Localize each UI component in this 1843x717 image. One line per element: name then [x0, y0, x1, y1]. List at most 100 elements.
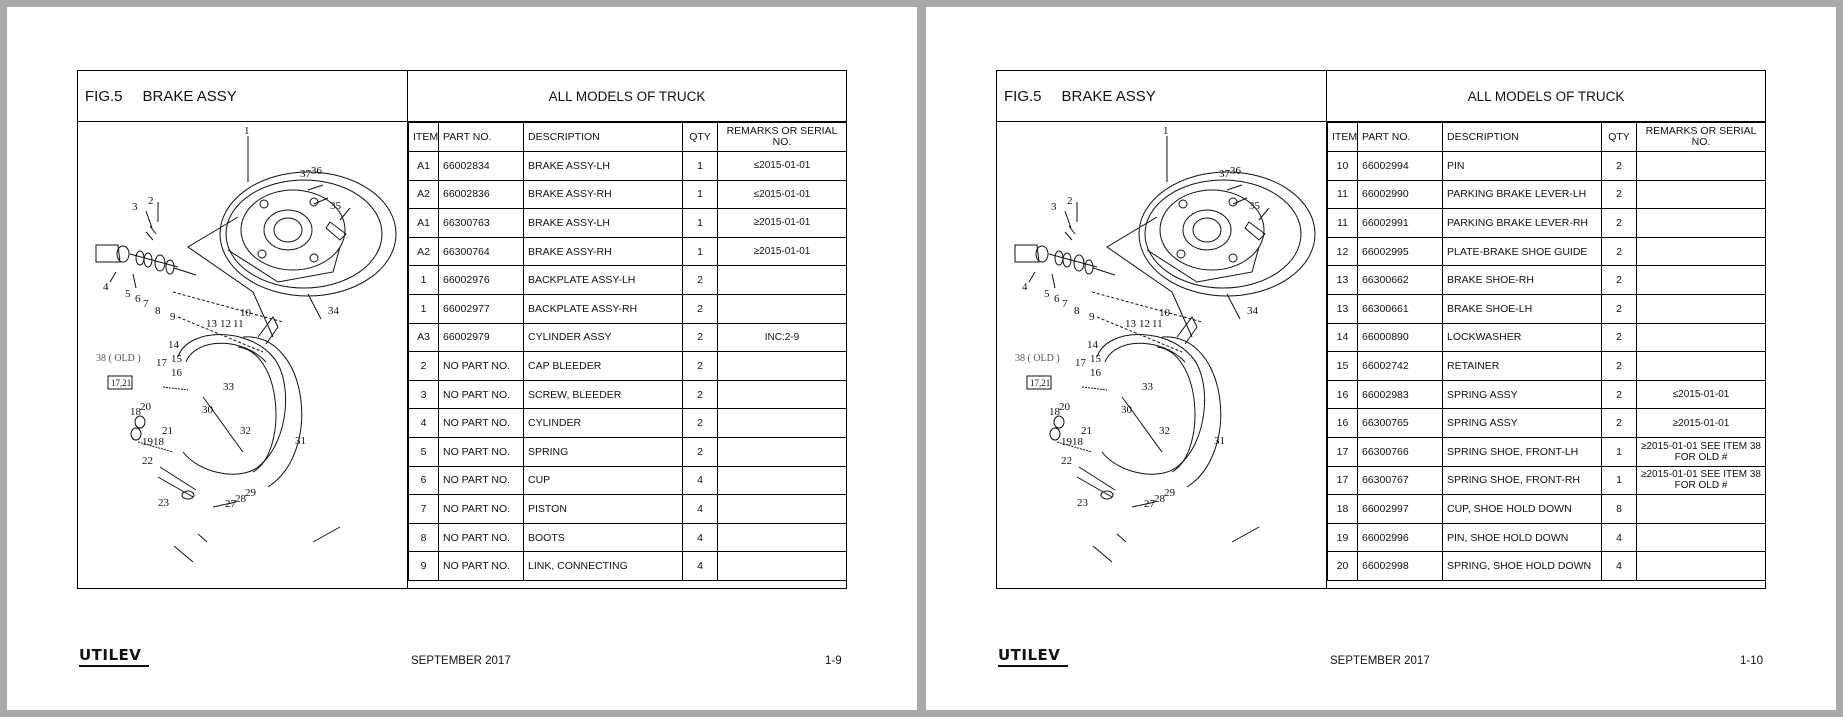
item-cell: 10 — [1327, 151, 1358, 181]
callout-12: 12 — [220, 318, 231, 330]
callout-11: 11 — [1152, 318, 1163, 330]
col-header-qty: QTY — [682, 122, 718, 152]
remarks-cell: ≥2015-01-01 — [717, 208, 847, 238]
part-number-cell: 66000890 — [1357, 322, 1443, 353]
callout-22: 22 — [1061, 455, 1072, 467]
item-cell: 9 — [408, 551, 439, 581]
description-cell: SPRING SHOE, FRONT-LH — [1442, 436, 1602, 467]
part-number-cell: 66002991 — [1357, 208, 1443, 238]
qty-cell: 2 — [682, 379, 718, 410]
catalog-page-left: FIG.5 BRAKE ASSY ALL MODELS OF TRUCK — [7, 7, 917, 710]
callout-6: 6 — [135, 293, 141, 305]
callout-33: 33 — [223, 381, 235, 393]
col-header-description: DESCRIPTION — [1442, 122, 1602, 152]
description-cell: BACKPLATE ASSY-LH — [523, 265, 683, 295]
part-number-cell: NO PART NO. — [438, 494, 524, 524]
part-number-cell: NO PART NO. — [438, 522, 524, 553]
item-cell: A2 — [408, 179, 439, 210]
figure-title: BRAKE ASSY — [1061, 87, 1156, 105]
callout-32: 32 — [1159, 425, 1170, 437]
qty-cell: 1 — [682, 208, 718, 238]
callout-17: 17 — [1075, 357, 1087, 369]
table-header-row: ITEM PART NO. DESCRIPTION QTY REMARKS OR… — [1327, 122, 1766, 152]
item-cell: A2 — [408, 236, 439, 267]
col-header-part-no: PART NO. — [1357, 122, 1443, 152]
callout-32: 32 — [240, 425, 251, 437]
remarks-cell — [717, 379, 847, 410]
callout-17: 17 — [156, 357, 168, 369]
callout-16: 16 — [1090, 367, 1102, 379]
qty-cell: 2 — [682, 436, 718, 467]
item-cell: 19 — [1327, 522, 1358, 553]
callout-28: 28 — [1154, 493, 1166, 505]
parts-table: ITEM PART NO. DESCRIPTION QTY REMARKS OR… — [1327, 122, 1766, 581]
callout-37: 37 — [1219, 168, 1231, 180]
description-cell: BRAKE ASSY-LH — [523, 151, 683, 181]
part-number-cell: 66300763 — [438, 208, 524, 238]
item-cell: 17 — [1327, 436, 1358, 467]
footer-page-number: 1-9 — [825, 655, 842, 667]
qty-cell: 2 — [1601, 208, 1637, 238]
qty-cell: 4 — [682, 551, 718, 581]
qty-cell: 1 — [1601, 436, 1637, 467]
qty-cell: 2 — [682, 351, 718, 381]
remarks-cell: ≥2015-01-01 SEE ITEM 38 FOR OLD # — [1636, 465, 1766, 496]
part-number-cell: 66002995 — [1357, 236, 1443, 267]
col-header-item: ITEM — [408, 122, 439, 152]
logo-underline — [998, 665, 1068, 667]
footer-date: SEPTEMBER 2017 — [1330, 655, 1430, 667]
part-number-cell: 66300661 — [1357, 293, 1443, 324]
qty-cell: 4 — [1601, 551, 1637, 581]
qty-cell: 1 — [682, 151, 718, 181]
description-cell: RETAINER — [1442, 351, 1602, 381]
remarks-cell — [717, 408, 847, 438]
qty-cell: 8 — [1601, 494, 1637, 524]
callout-3: 3 — [132, 201, 138, 213]
part-number-cell: 66300767 — [1357, 465, 1443, 496]
callout-9: 9 — [170, 311, 176, 323]
description-cell: CYLINDER — [523, 408, 683, 438]
footer-page-number: 1-10 — [1740, 655, 1764, 667]
box-label-frame — [107, 375, 133, 390]
callout-7: 7 — [143, 298, 149, 310]
callout-14: 14 — [168, 339, 180, 351]
item-cell: 12 — [1327, 236, 1358, 267]
remarks-cell — [717, 465, 847, 496]
description-cell: PARKING BRAKE LEVER-LH — [1442, 179, 1602, 210]
remarks-cell — [1636, 551, 1766, 581]
applicability-header: ALL MODELS OF TRUCK — [408, 71, 846, 122]
part-number-cell: NO PART NO. — [438, 465, 524, 496]
callout-4: 4 — [103, 281, 109, 293]
part-number-cell: 66300765 — [1357, 408, 1443, 438]
item-cell: 14 — [1327, 322, 1358, 353]
remarks-cell: ≤2015-01-01 — [1636, 379, 1766, 410]
callout-10: 10 — [1159, 307, 1171, 319]
parts-table: ITEM PART NO. DESCRIPTION QTY REMARKS OR… — [408, 122, 847, 581]
description-cell: BOOTS — [523, 522, 683, 553]
figure-title: BRAKE ASSY — [142, 87, 237, 105]
item-cell: 18 — [1327, 494, 1358, 524]
remarks-cell: ≥2015-01-01 — [1636, 408, 1766, 438]
qty-cell: 4 — [682, 494, 718, 524]
exploded-view-drawing: 1 2 3 4 5 6 7 8 9 10 11 12 13 14 15 16 1 — [997, 122, 1327, 588]
callout-22: 22 — [142, 455, 153, 467]
callout-14: 14 — [1087, 339, 1099, 351]
callout-31: 31 — [1214, 435, 1225, 447]
item-cell: 11 — [1327, 208, 1358, 238]
remarks-cell — [717, 265, 847, 295]
callout-33: 33 — [1142, 381, 1154, 393]
item-cell: 13 — [1327, 265, 1358, 295]
remarks-cell — [1636, 351, 1766, 381]
